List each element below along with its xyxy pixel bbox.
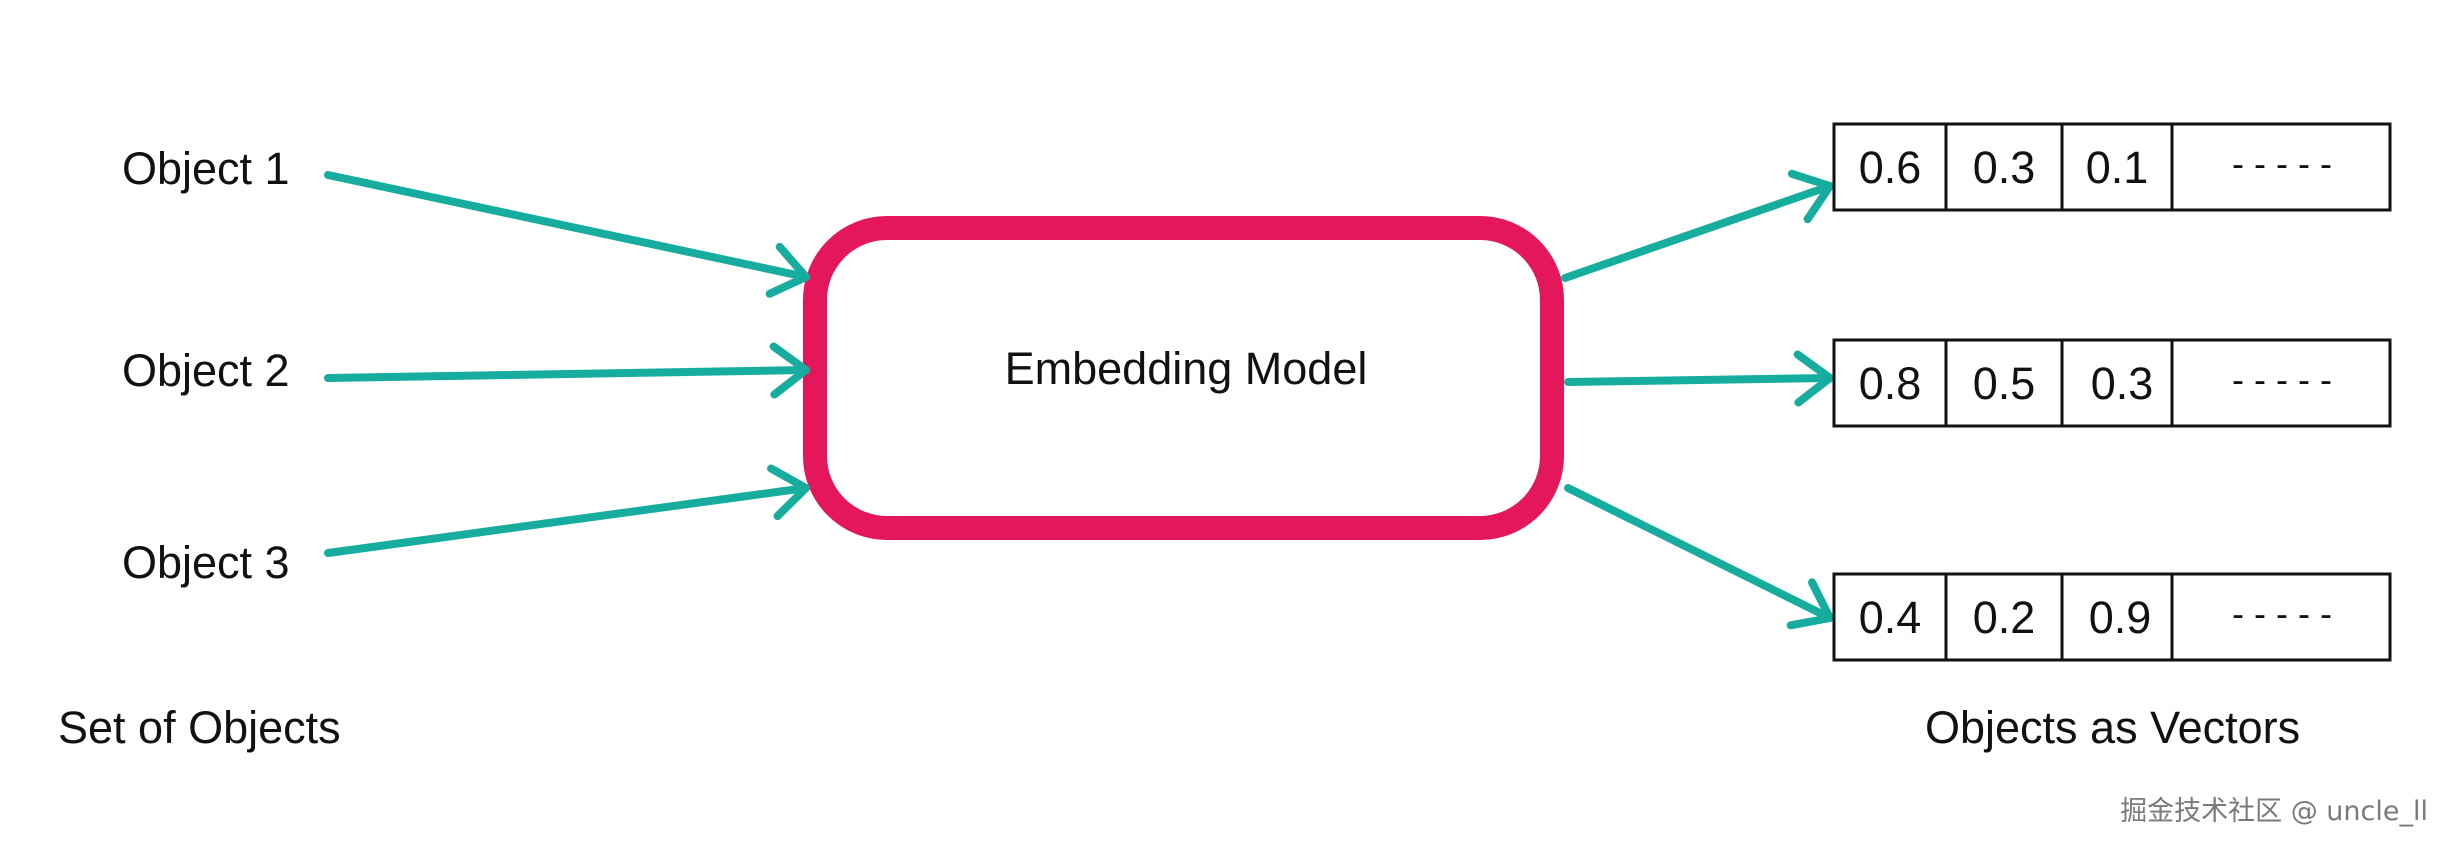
vector-row-3: 0.4 0.2 0.9 - - - - - xyxy=(1832,572,2392,662)
arrow-icon xyxy=(324,171,810,298)
watermark: 掘金技术社区 @ uncle_ll xyxy=(2120,796,2428,827)
vector-2-value-3: 0.3 xyxy=(2091,358,2154,409)
vector-1-value-1: 0.6 xyxy=(1859,142,1922,193)
vector-1-value-2: 0.3 xyxy=(1973,142,2036,193)
vector-3-ellipsis: - - - - - xyxy=(2232,593,2332,634)
vector-1-ellipsis: - - - - - xyxy=(2232,143,2332,184)
arrow-icon xyxy=(324,342,810,399)
vector-2-value-1: 0.8 xyxy=(1859,358,1922,409)
arrow-icon xyxy=(1561,169,1834,282)
embedding-model: Embedding Model xyxy=(803,216,1564,540)
model-label: Embedding Model xyxy=(1005,343,1368,394)
vector-3-value-1: 0.4 xyxy=(1859,592,1922,643)
input-caption: Set of Objects xyxy=(58,702,341,753)
vector-3-value-2: 0.2 xyxy=(1973,592,2036,643)
vector-2-value-2: 0.5 xyxy=(1973,358,2036,409)
vector-row-2: 0.8 0.5 0.3 - - - - - xyxy=(1832,338,2392,428)
arrow-icon xyxy=(1564,484,1834,630)
input-object-3: Object 3 xyxy=(122,537,290,588)
vector-row-1: 0.6 0.3 0.1 - - - - - xyxy=(1832,122,2392,212)
input-object-1: Object 1 xyxy=(122,143,290,194)
output-caption: Objects as Vectors xyxy=(1925,702,2300,753)
input-object-2: Object 2 xyxy=(122,345,290,396)
arrow-icon xyxy=(1564,350,1834,407)
arrow-icon xyxy=(324,464,810,557)
vector-2-ellipsis: - - - - - xyxy=(2232,359,2332,400)
vector-1-value-3: 0.1 xyxy=(2086,142,2149,193)
vector-3-value-3: 0.9 xyxy=(2089,592,2152,643)
